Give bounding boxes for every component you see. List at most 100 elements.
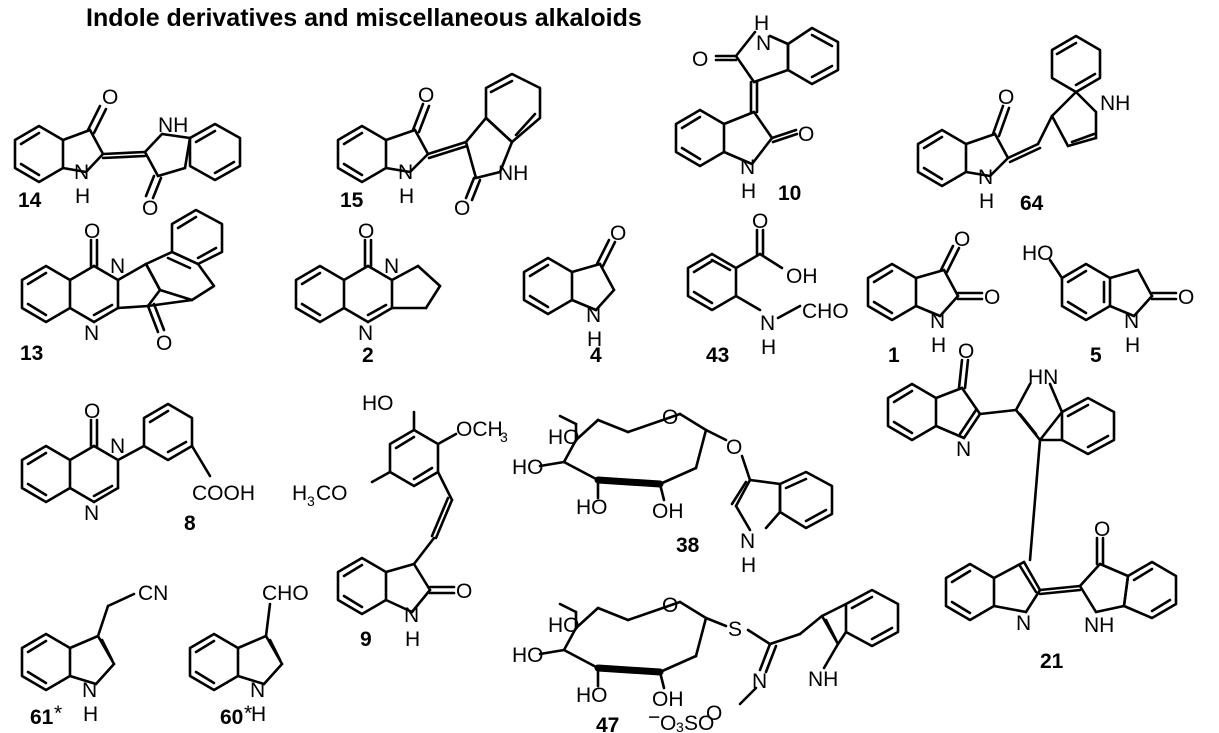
atom-H: H	[399, 185, 414, 208]
compound-2-label: 2	[362, 344, 374, 367]
compound-8-structure	[20, 402, 212, 504]
atom-O: O	[662, 594, 678, 617]
compound-14-label: 14	[18, 189, 42, 212]
atom-O: O	[798, 123, 814, 146]
atom-H: H	[979, 190, 994, 213]
atom-HO: HO	[512, 456, 544, 479]
atom-NH: NH	[158, 114, 188, 137]
atom-S: S	[728, 618, 742, 641]
compound-10-label: 10	[778, 182, 801, 205]
atom-OH: OH	[652, 688, 684, 711]
compound-15-structure	[336, 72, 542, 202]
atom-O: O	[610, 222, 626, 245]
atom-subscript-3: 3	[500, 429, 508, 445]
atom-CN: CN	[138, 582, 168, 605]
atom-O: O	[958, 340, 974, 363]
atom-O: O	[454, 197, 470, 220]
compound-1-structure	[866, 244, 984, 322]
atom-N: N	[74, 161, 89, 184]
compound-38-structure	[538, 412, 834, 532]
compound-1-label: 1	[888, 344, 900, 367]
compound-61-structure	[20, 592, 136, 692]
compound-5-label: 5	[1090, 344, 1102, 367]
atom-N: N	[1016, 612, 1031, 635]
asterisk-mark: *	[54, 702, 62, 725]
atom-O: O	[998, 86, 1014, 109]
compound-10-structure	[674, 26, 840, 168]
atom-CO: CO	[316, 482, 348, 505]
compound-64-structure	[916, 34, 1102, 188]
figure-title: Indole derivatives and miscellaneous alk…	[86, 4, 642, 32]
atom-O: O	[156, 332, 172, 355]
atom-NH: NH	[1084, 614, 1114, 637]
compound-4-label: 4	[590, 344, 602, 367]
compound-9-label: 9	[360, 628, 372, 651]
atom-N: N	[384, 255, 399, 278]
atom-OH: OH	[786, 265, 818, 288]
atom-HO: HO	[548, 614, 580, 637]
atom-NH: NH	[498, 162, 528, 185]
atom-O: O	[418, 84, 434, 107]
atom-N: N	[978, 166, 993, 189]
atom-charge-minus: −	[648, 706, 660, 729]
atom-OH: OH	[652, 500, 684, 523]
atom-O: O	[954, 228, 970, 251]
compound-47-structure	[538, 588, 900, 706]
atom-N: N	[756, 32, 771, 55]
compound-61-label: 61	[30, 706, 54, 729]
atom-O: O	[1094, 518, 1110, 541]
atom-H: H	[741, 554, 756, 577]
atom-HO: HO	[1022, 242, 1054, 265]
atom-HO: HO	[576, 684, 608, 707]
atom-N: N	[358, 322, 373, 345]
atom-NH: NH	[1100, 92, 1130, 115]
compound-43-structure	[686, 228, 802, 320]
compound-38-label: 38	[676, 534, 700, 557]
compound-2-structure	[294, 238, 442, 324]
compound-13-label: 13	[20, 342, 43, 365]
compound-21-label: 21	[1040, 650, 1064, 673]
atom-H: H	[251, 703, 266, 726]
atom-O: O	[984, 286, 1000, 309]
compound-60-label: 60	[220, 706, 243, 729]
compound-15-label: 15	[340, 189, 364, 212]
atom-N: N	[760, 312, 775, 335]
atom-HO: HO	[362, 392, 394, 415]
atom-COOH: COOH	[192, 482, 255, 505]
atom-O: O	[456, 580, 472, 603]
compound-43-label: 43	[706, 344, 729, 367]
atom-OCH: OCH	[456, 418, 503, 441]
atom-N: N	[740, 530, 755, 553]
atom-O: O	[706, 702, 722, 725]
atom-N: N	[404, 604, 419, 627]
compound-4-structure	[522, 238, 617, 316]
atom-O: O	[358, 220, 374, 243]
compound-14-structure	[13, 104, 242, 200]
atom-O: O	[752, 210, 768, 233]
atom-N: N	[398, 161, 413, 184]
atom-N: N	[84, 322, 99, 345]
atom-N: N	[752, 670, 767, 693]
atom-H: H	[754, 12, 769, 35]
atom-N: N	[1124, 310, 1139, 333]
compound-60-structure	[188, 602, 284, 692]
atom-CHO: CHO	[802, 300, 849, 323]
atom-N: N	[250, 679, 265, 702]
atom-HO: HO	[512, 644, 544, 667]
atom-N: N	[930, 310, 945, 333]
atom-O: O	[84, 220, 100, 243]
atom-H: H	[741, 180, 756, 203]
atom-H: H	[761, 336, 776, 359]
atom-N: N	[740, 156, 755, 179]
atom-N: N	[956, 438, 971, 461]
compound-13-structure	[20, 208, 224, 334]
compound-47-label: 47	[596, 714, 619, 733]
atom-subscript-3: 3	[307, 493, 315, 509]
atom-N: N	[110, 435, 125, 458]
atom-H: H	[405, 628, 420, 651]
atom-H: H	[1125, 334, 1140, 357]
compound-64-label: 64	[1020, 192, 1044, 215]
asterisk-mark: *	[244, 702, 252, 725]
